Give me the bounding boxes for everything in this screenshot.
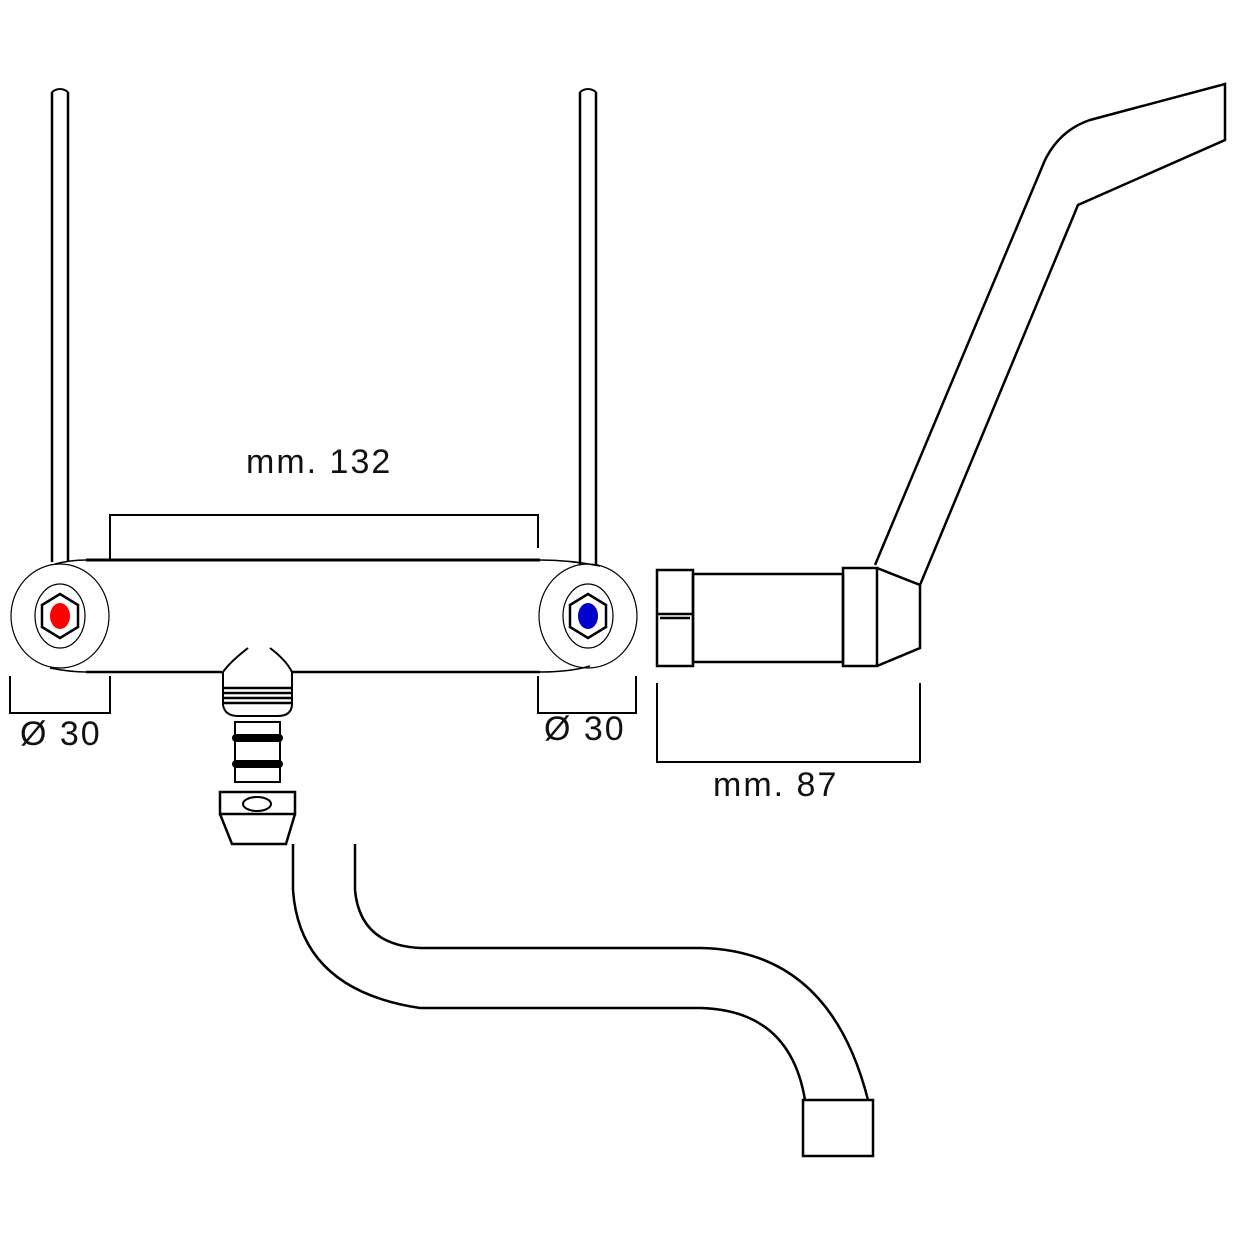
right-supply-pipe [578,88,598,565]
left-supply-pipe [50,88,70,562]
side-view [655,82,1227,763]
depth-dimension-label: mm. 87 [713,766,839,804]
cold-indicator [578,603,598,629]
left-diameter-label: Ø 30 [20,715,102,753]
width-dimension-bracket [109,514,539,560]
valve-body [9,558,638,714]
spout-tube [291,844,875,1158]
spout-connector [218,647,297,846]
hot-indicator [50,603,70,629]
width-dimension-label: mm. 132 [246,443,393,481]
right-diameter-label: Ø 30 [544,710,626,748]
